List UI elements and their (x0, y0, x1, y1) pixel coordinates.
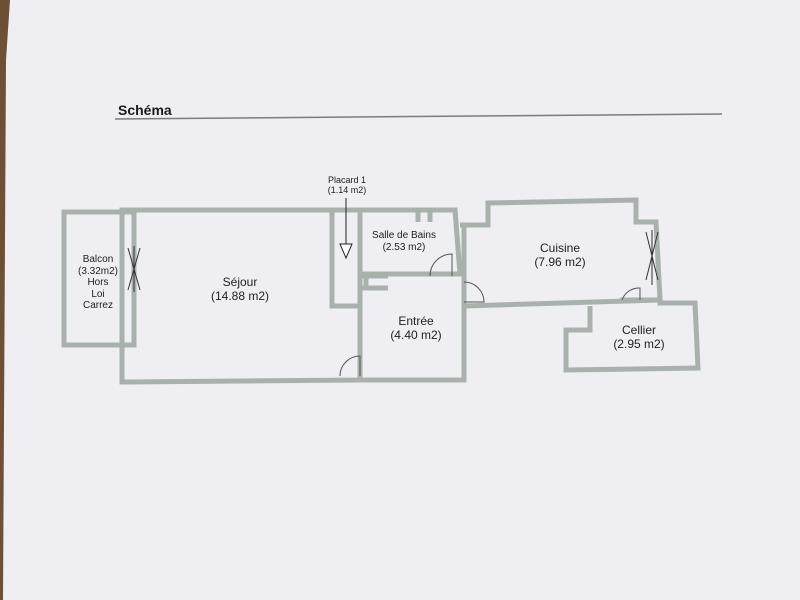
room-entree-area: (4.40 m2) (390, 327, 442, 342)
room-balcon-note2: Loi (91, 288, 105, 300)
room-cellier-area: (2.95 m2) (613, 336, 665, 351)
room-entree-name: Entrée (398, 314, 434, 328)
room-sdb-name: Salle de Bains (372, 230, 436, 241)
room-balcon-name: Balcon (82, 254, 114, 265)
room-cuisine-name: Cuisine (539, 241, 581, 255)
room-sejour: Séjour (14.88 m2) (190, 275, 290, 304)
room-balcon-note1: Hors (87, 277, 109, 288)
room-placard: Placard 1 (1.14 m2) (312, 175, 382, 196)
wall-sdb (360, 207, 463, 277)
room-cuisine-area: (7.96 m2) (534, 254, 586, 269)
wall-placard (329, 210, 360, 309)
wall-cuisine (460, 197, 663, 309)
wall-entree (357, 306, 467, 383)
room-sejour-name: Séjour (222, 275, 258, 289)
room-balcon: Balcon (3.32m2) Hors Loi Carrez (66, 254, 130, 312)
door-cellier (621, 287, 641, 301)
room-cellier-name: Cellier (621, 323, 656, 337)
room-sejour-area: (14.88 m2) (210, 288, 270, 303)
page-title: Schéma (118, 102, 172, 118)
room-cellier: Cellier (2.95 m2) (600, 323, 678, 352)
room-balcon-area: (3.32m2) (77, 265, 118, 277)
room-placard-name: Placard 1 (327, 175, 367, 185)
room-placard-area: (1.14 m2) (327, 185, 367, 196)
room-cuisine: Cuisine (7.96 m2) (520, 241, 600, 270)
door-entree (463, 281, 485, 303)
room-balcon-note3: Carrez (82, 300, 113, 311)
door-sdb (429, 253, 453, 277)
wall-cellier (563, 297, 701, 373)
door-sejour (339, 355, 361, 377)
room-entree: Entrée (4.40 m2) (378, 314, 454, 343)
room-salle-de-bains: Salle de Bains (2.53 m2) (366, 230, 442, 253)
title-rule (114, 113, 723, 120)
room-sdb-area: (2.53 m2) (382, 241, 426, 253)
